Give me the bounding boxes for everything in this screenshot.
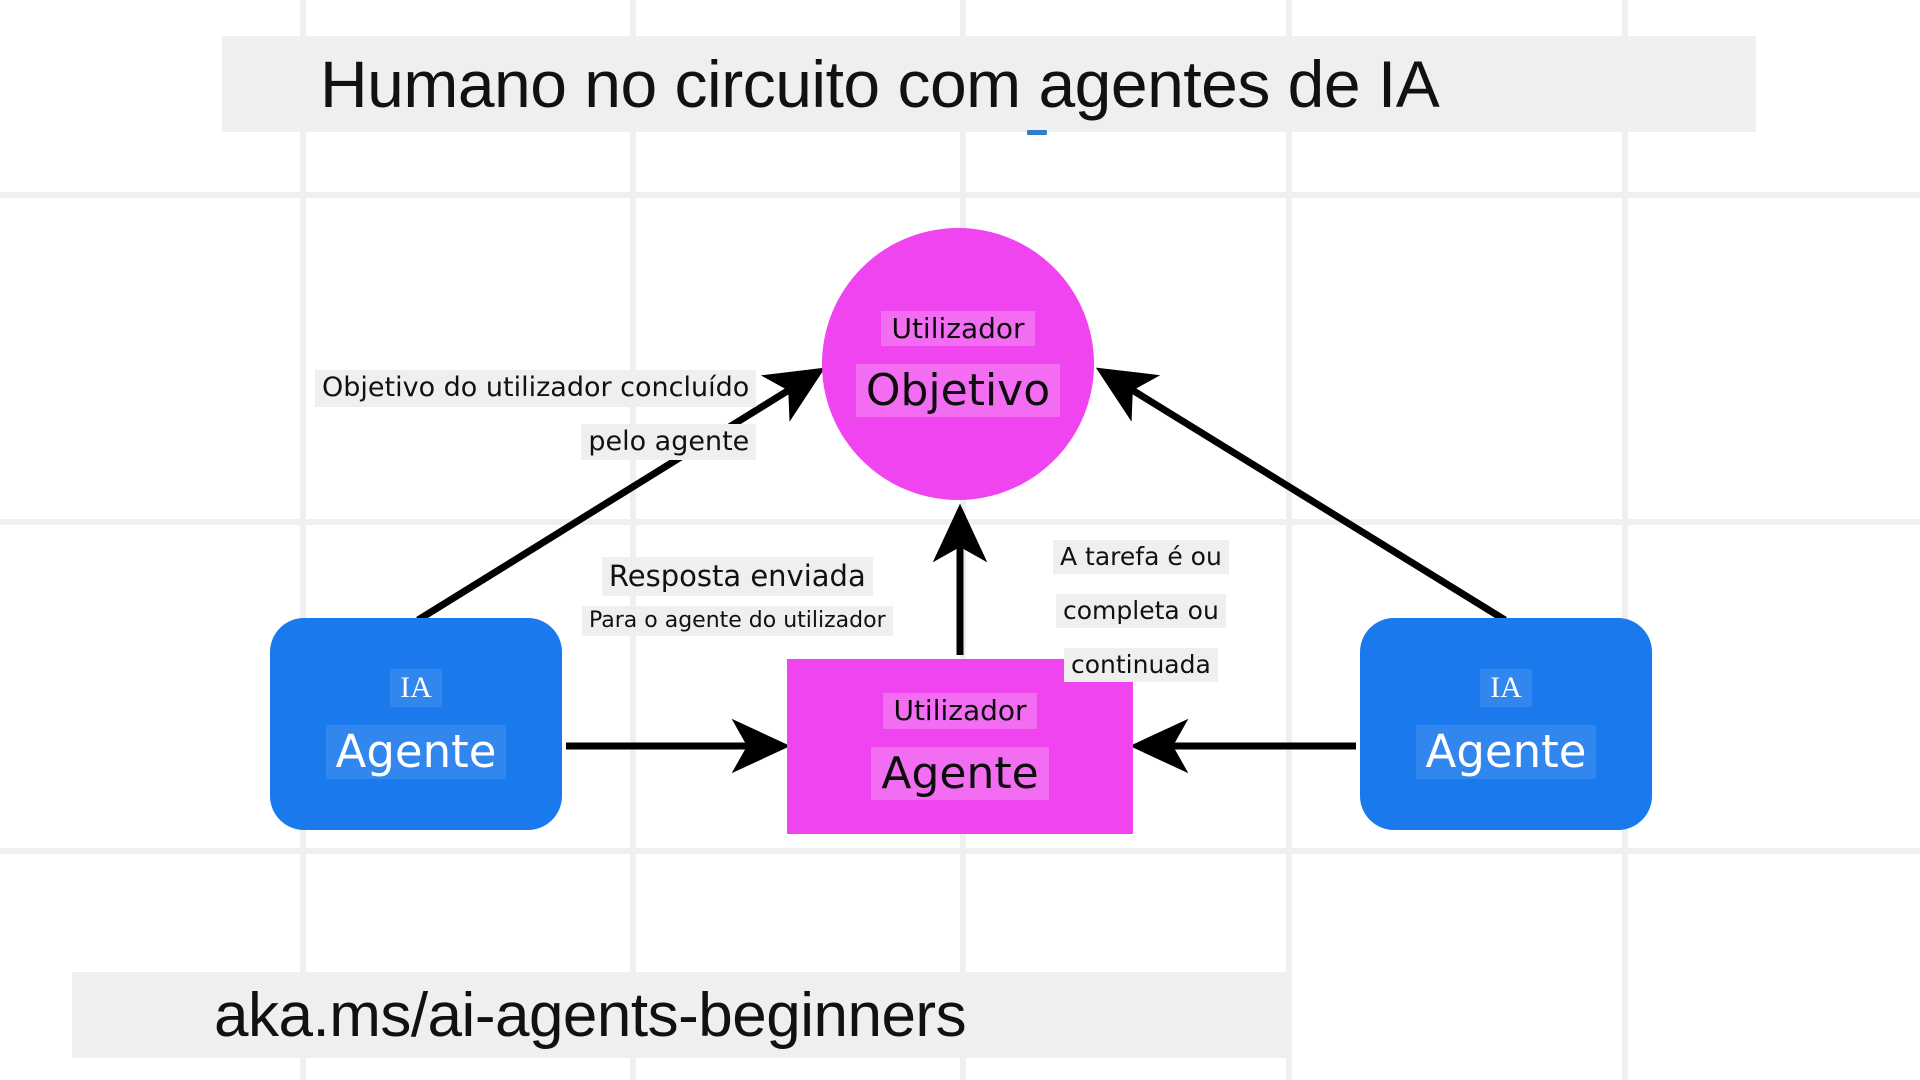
footer-link[interactable]: aka.ms/ai-agents-beginners [214, 980, 967, 1050]
node-ai-agent-left[interactable]: IA Agente [270, 618, 562, 830]
edge-label-response-sent-line2: Para o agente do utilizador [582, 606, 893, 637]
grid-line-vertical [1622, 0, 1628, 1080]
edge-label-task-state: A tarefa é ou completa ou continuada [1053, 540, 1229, 682]
page-title: Humano no circuito com agentes de IA [320, 47, 1440, 121]
grid-line-vertical [300, 0, 306, 1080]
grid-line-horizontal [0, 519, 1920, 525]
edge-label-goal-completed-line2: pelo agente [581, 423, 757, 461]
edge-label-task-state-line3: continuada [1063, 648, 1218, 682]
text-caret-icon [1027, 130, 1047, 135]
footer-banner: aka.ms/ai-agents-beginners [72, 972, 1287, 1058]
node-ai-agent-right[interactable]: IA Agente [1360, 618, 1652, 830]
node-ai-agent-right-label-main: Agente [1415, 724, 1597, 779]
title-banner: Humano no circuito com agentes de IA [222, 36, 1756, 132]
grid-line-vertical [630, 0, 636, 1080]
edge-label-response-sent-line1: Resposta enviada [601, 557, 873, 597]
node-ai-agent-left-label-top: IA [390, 669, 442, 707]
edge-label-task-state-line1: A tarefa é ou [1053, 540, 1229, 574]
grid-line-horizontal [0, 848, 1920, 854]
edge-label-response-sent: Resposta enviada Para o agente do utiliz… [582, 557, 893, 637]
node-ai-agent-right-label-top: IA [1480, 669, 1532, 707]
node-ai-agent-left-label-main: Agente [325, 724, 507, 779]
edge-label-goal-completed: Objetivo do utilizador concluído pelo ag… [315, 370, 757, 461]
node-user-agent-label-top: Utilizador [883, 693, 1037, 729]
edge-label-task-state-line2: completa ou [1056, 594, 1226, 628]
node-user-agent-center[interactable]: Utilizador Agente [787, 659, 1133, 834]
node-user-goal[interactable]: Utilizador Objetivo [822, 228, 1094, 500]
grid-line-vertical [1286, 0, 1292, 1080]
edge-label-goal-completed-line1: Objetivo do utilizador concluído [315, 370, 757, 407]
node-user-goal-label-main: Objetivo [855, 364, 1061, 418]
grid-line-vertical [960, 0, 966, 1080]
grid-line-horizontal [0, 192, 1920, 198]
node-user-agent-label-main: Agente [871, 746, 1049, 800]
node-user-goal-label-top: Utilizador [881, 310, 1035, 347]
